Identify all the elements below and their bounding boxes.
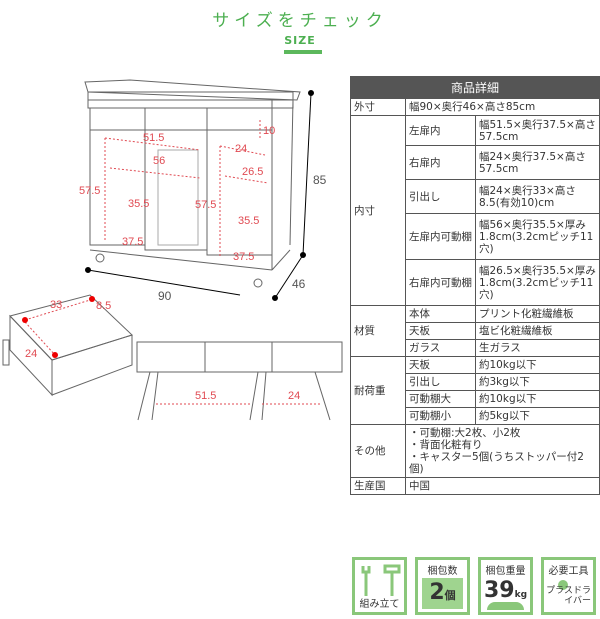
table-row: 右扉内幅24×奥行37.5×高さ57.5cm — [351, 145, 600, 180]
dim-left-shelf-depth: 35.5 — [128, 198, 149, 210]
icon-value: 2 — [429, 580, 445, 605]
sub-label: 可動棚小 — [405, 407, 476, 425]
sub-value: 約5kg以下 — [475, 407, 600, 425]
table-row: 内寸左扉内幅51.5×奥行37.5×高さ57.5cm — [350, 115, 600, 306]
dim-left-door-width: 51.5 — [143, 132, 164, 144]
row-label: 生産国 — [350, 477, 406, 495]
icon-label: 梱包重量 — [485, 566, 526, 577]
drawer-drawing — [2, 294, 133, 397]
sub-label: 左扉内 — [405, 115, 476, 146]
sub-label: 天板 — [405, 356, 476, 374]
tools-icon: 必要工具 プラスドライバー — [541, 557, 596, 615]
page-subtitle: SIZE — [284, 34, 316, 47]
dim-left-door-height: 57.5 — [79, 185, 100, 197]
package-weight-icon: 梱包重量 39kg — [478, 557, 533, 615]
sub-value: 幅51.5×奥行37.5×高さ57.5cm — [475, 115, 600, 146]
product-details-table: 商品詳細 外寸幅90×奥行46×高さ85cm 内寸左扉内幅51.5×奥行37.5… — [350, 76, 600, 495]
sub-value: 約10kg以下 — [475, 356, 600, 374]
dim-left-shelf-width: 56 — [153, 155, 165, 167]
row-value: ・可動棚:大2枚、小2枚・背面化粧有り・キャスター5個(うちストッパー付2個) — [405, 424, 600, 478]
icon-label: 梱包数 — [427, 566, 458, 577]
dim-drawer-height: 10 — [263, 125, 275, 137]
row-value: 中国 — [405, 477, 600, 495]
other-line: ・可動棚:大2枚、小2枚 — [409, 427, 521, 439]
sub-label: 右扉内 — [405, 145, 476, 180]
sub-value: 塩ビ化粧繊維板 — [475, 322, 600, 340]
dim-bottom-right: 24 — [288, 390, 300, 402]
assembly-icon: 組み立て — [352, 557, 407, 615]
row-label: 内寸 — [350, 115, 406, 306]
cabinet-drawing — [84, 79, 301, 288]
sub-label: 引出し — [405, 373, 476, 391]
table-row: 引出し幅24×奥行33×高さ8.5(有効10)cm — [351, 179, 600, 214]
other-line: ・背面化粧有り — [409, 439, 483, 451]
row-value: 幅90×奥行46×高さ85cm — [405, 98, 600, 116]
table-row: 可動棚大約10kg以下 — [351, 390, 600, 408]
dim-drawer-height-inner: 8.5 — [96, 300, 111, 312]
table-row: ガラス生ガラス — [351, 339, 600, 357]
table-row: 耐荷重天板約10kg以下 — [350, 356, 600, 425]
table-row: 左扉内可動棚幅56×奥行35.5×厚み1.8cm(3.2cmピッチ11穴) — [351, 213, 600, 260]
sub-label: 引出し — [405, 179, 476, 214]
row-label: 材質 — [350, 305, 406, 357]
table-row: 右扉内可動棚幅26.5×奥行35.5×厚み1.8cm(3.2cmピッチ11穴) — [351, 259, 600, 306]
dim-right-shelf-width: 26.5 — [242, 166, 263, 178]
screwdriver-icon — [558, 580, 568, 590]
sub-label: 可動棚大 — [405, 390, 476, 408]
icon-value: 39 — [483, 578, 515, 603]
table-row: 外寸幅90×奥行46×高さ85cm — [350, 98, 600, 116]
subtitle-underline — [284, 50, 322, 54]
dim-right-door-depth: 37.5 — [233, 251, 254, 263]
sub-value: 約3kg以下 — [475, 373, 600, 391]
sub-value: 幅24×奥行33×高さ8.5(有効10)cm — [475, 179, 600, 214]
sub-value: 幅26.5×奥行35.5×厚み1.8cm(3.2cmピッチ11穴) — [475, 259, 600, 306]
sub-value: 生ガラス — [475, 339, 600, 357]
table-header: 商品詳細 — [350, 76, 600, 99]
icon-label: 組み立て — [359, 599, 400, 610]
spec-icons: 組み立て 梱包数 2個 梱包重量 39kg 必要工具 プラスドライバー — [352, 557, 596, 615]
sub-value: 幅24×奥行37.5×高さ57.5cm — [475, 145, 600, 180]
dim-height: 85 — [313, 173, 327, 187]
other-line: ・キャスター5個(うちストッパー付2個) — [409, 451, 584, 475]
sub-label: 天板 — [405, 322, 476, 340]
dimension-lines — [104, 120, 269, 258]
icon-unit: kg — [514, 590, 528, 600]
table-row: その他・可動棚:大2枚、小2枚・背面化粧有り・キャスター5個(うちストッパー付2… — [350, 424, 600, 478]
dim-right-door-width: 24 — [235, 143, 247, 155]
sub-label: 右扉内可動棚 — [405, 259, 476, 306]
sub-value: プリント化粧繊維板 — [475, 305, 600, 323]
dim-left-door-depth: 37.5 — [122, 236, 143, 248]
icon-label: 必要工具 — [548, 566, 589, 577]
dim-right-shelf-depth: 35.5 — [238, 215, 259, 227]
sub-label: 本体 — [405, 305, 476, 323]
icon-unit: 個 — [444, 589, 456, 602]
table-row: 生産国中国 — [350, 477, 600, 495]
row-label: その他 — [350, 424, 406, 478]
icon-value: プラスドライバー — [546, 586, 591, 606]
dim-bottom-left: 51.5 — [195, 390, 216, 402]
dim-drawer-depth: 33 — [50, 299, 62, 311]
dim-depth: 46 — [292, 277, 306, 291]
sub-label: 左扉内可動棚 — [405, 213, 476, 260]
size-diagram: 51.5 56 57.5 35.5 37.5 10 24 26.5 57.5 3… — [2, 79, 343, 421]
sub-value: 約10kg以下 — [475, 390, 600, 408]
table-row: 材質本体プリント化粧繊維板 — [350, 305, 600, 357]
row-label: 耐荷重 — [350, 356, 406, 425]
dim-right-door-height: 57.5 — [195, 199, 216, 211]
sub-label: ガラス — [405, 339, 476, 357]
dim-width: 90 — [158, 289, 172, 303]
row-label: 外寸 — [350, 98, 406, 116]
bottom-view-drawing — [136, 341, 343, 421]
page-title: サイズをチェック — [212, 11, 388, 31]
table-row: 引出し約3kg以下 — [351, 373, 600, 391]
sub-value: 幅56×奥行35.5×厚み1.8cm(3.2cmピッチ11穴) — [475, 213, 600, 260]
dim-drawer-width: 24 — [25, 348, 37, 360]
packages-icon: 梱包数 2個 — [415, 557, 470, 615]
